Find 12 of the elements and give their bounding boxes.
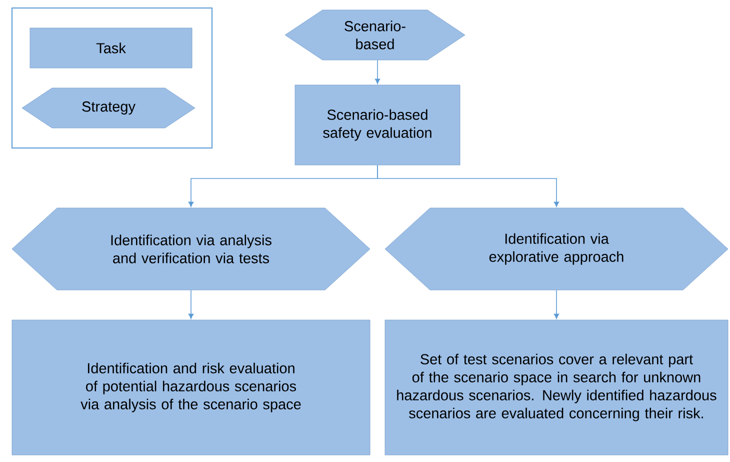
task-box: Identification and risk evaluation of potential hazardous scenarios via analysis of the scenario space [12, 320, 370, 456]
task-box: Scenario-based safety evaluation [294, 84, 460, 166]
strategy-hexagon: Identification via analysis and verification via tests [12, 208, 370, 290]
strategy-hexagon: Scenario-based [284, 10, 466, 60]
legend-task-box: Task [30, 28, 192, 68]
arrow [374, 60, 380, 84]
arrow [377, 164, 560, 207]
arrow [554, 290, 560, 319]
legend-strategy-hexagon: Strategy [22, 88, 196, 128]
strategy-hexagon: Identification via explorative approach [384, 208, 728, 290]
arrow [188, 290, 194, 319]
task-box: Set of test scenarios cover a relevant part of the scenario space in search for unknown hazardous scenarios. Newly identified hazardous scenarios are evaluated concerning their risk. [384, 320, 728, 456]
